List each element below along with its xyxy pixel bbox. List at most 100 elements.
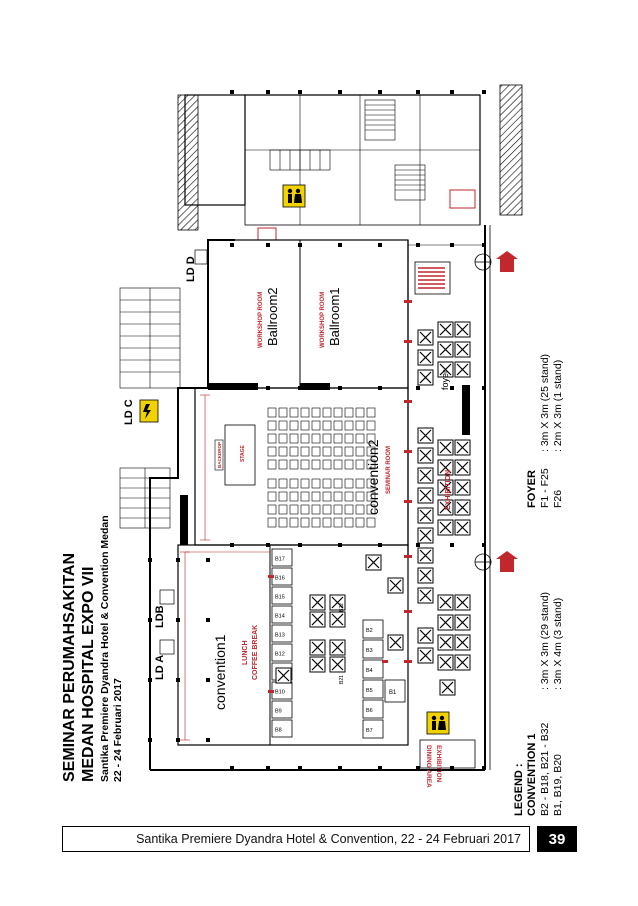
- entrance-arrows: [496, 251, 518, 572]
- column: [266, 766, 270, 770]
- seat: [289, 491, 299, 502]
- backdrop: [214, 439, 224, 471]
- seating-grid: [267, 407, 376, 528]
- booth-label: B10: [275, 690, 285, 696]
- column: [416, 766, 420, 770]
- column: [450, 243, 454, 247]
- column: [338, 386, 342, 390]
- seat: [333, 407, 343, 418]
- seat: [289, 478, 299, 489]
- seat: [344, 504, 354, 515]
- seat: [289, 446, 299, 457]
- seat: [289, 420, 299, 431]
- column: [266, 543, 270, 547]
- wall-block-4: [462, 385, 470, 435]
- column: [148, 678, 152, 682]
- booth: [271, 624, 293, 643]
- seat: [366, 459, 376, 470]
- seat: [289, 433, 299, 444]
- seat: [366, 504, 376, 515]
- column: [450, 90, 454, 94]
- column: [206, 738, 210, 742]
- seat: [366, 491, 376, 502]
- booth: [271, 719, 293, 738]
- seat: [322, 407, 332, 418]
- booth: [362, 659, 384, 679]
- ld-d-label: LD D: [185, 256, 197, 282]
- column: [378, 90, 382, 94]
- seat: [322, 517, 332, 528]
- seat: [322, 420, 332, 431]
- legend-f-row2-label: F26: [552, 490, 564, 508]
- seat: [344, 407, 354, 418]
- seat: [267, 420, 277, 431]
- seat: [300, 517, 310, 528]
- seat: [322, 504, 332, 515]
- convention1-stand-blocks: [275, 554, 404, 684]
- title-line1: SEMINAR PERUMAHSAKITAN: [61, 553, 78, 782]
- seat: [355, 491, 365, 502]
- fire-box-mid: [257, 227, 277, 241]
- column: [298, 90, 302, 94]
- toilet-sign-top: [282, 184, 306, 208]
- column: [148, 558, 152, 562]
- column: [378, 386, 382, 390]
- booth-label: B4: [366, 668, 373, 674]
- booth: [362, 699, 384, 719]
- booth-label: B7: [366, 728, 373, 734]
- column: [176, 738, 180, 742]
- seat: [278, 446, 288, 457]
- seat: [344, 491, 354, 502]
- booth-label: B16: [275, 576, 285, 582]
- ld-b-label: LDB: [154, 605, 166, 628]
- seat: [278, 491, 288, 502]
- structural-columns: [148, 90, 486, 770]
- seat: [344, 433, 354, 444]
- footer-caption-box: Santika Premiere Dyandra Hotel & Convent…: [62, 826, 530, 852]
- column: [416, 243, 420, 247]
- stage: [224, 424, 256, 486]
- seat: [300, 459, 310, 470]
- seat: [267, 459, 277, 470]
- seat: [311, 459, 321, 470]
- seat: [311, 491, 321, 502]
- convention1-label: convention1: [212, 634, 228, 710]
- seat: [344, 420, 354, 431]
- seat: [311, 420, 321, 431]
- column: [298, 243, 302, 247]
- column: [338, 90, 342, 94]
- seat: [311, 407, 321, 418]
- seat: [267, 504, 277, 515]
- seat: [366, 478, 376, 489]
- column: [230, 766, 234, 770]
- seat: [267, 491, 277, 502]
- workshop-room-2-label: WORKSHOP ROOM: [258, 292, 264, 348]
- seat: [333, 491, 343, 502]
- column: [450, 766, 454, 770]
- column: [298, 543, 302, 547]
- seat: [278, 459, 288, 470]
- column: [482, 386, 486, 390]
- seat: [322, 446, 332, 457]
- hatched-strip-left: [177, 94, 199, 231]
- wall-block-2: [300, 383, 330, 390]
- column: [416, 386, 420, 390]
- seat: [355, 517, 365, 528]
- legend-c1-row1-label: B2 - B18, B21 - B32: [539, 722, 551, 816]
- booth-label: B9: [275, 709, 282, 715]
- seat: [333, 459, 343, 470]
- exhibition-dining-label: EXHIBITION: [435, 745, 442, 783]
- column: [378, 243, 382, 247]
- title-line2: MEDAN HOSPITAL EXPO VII: [80, 567, 97, 782]
- ballroom2-label: Ballroom2: [265, 287, 280, 346]
- seat: [300, 478, 310, 489]
- seat: [333, 420, 343, 431]
- legend-heading: LEGEND :: [513, 763, 525, 816]
- seat: [278, 420, 288, 431]
- seat: [366, 517, 376, 528]
- footer-caption: Santika Premiere Dyandra Hotel & Convent…: [136, 832, 521, 846]
- seat: [278, 478, 288, 489]
- column: [230, 386, 234, 390]
- seat: [322, 491, 332, 502]
- foyer-red-panels: [418, 267, 445, 289]
